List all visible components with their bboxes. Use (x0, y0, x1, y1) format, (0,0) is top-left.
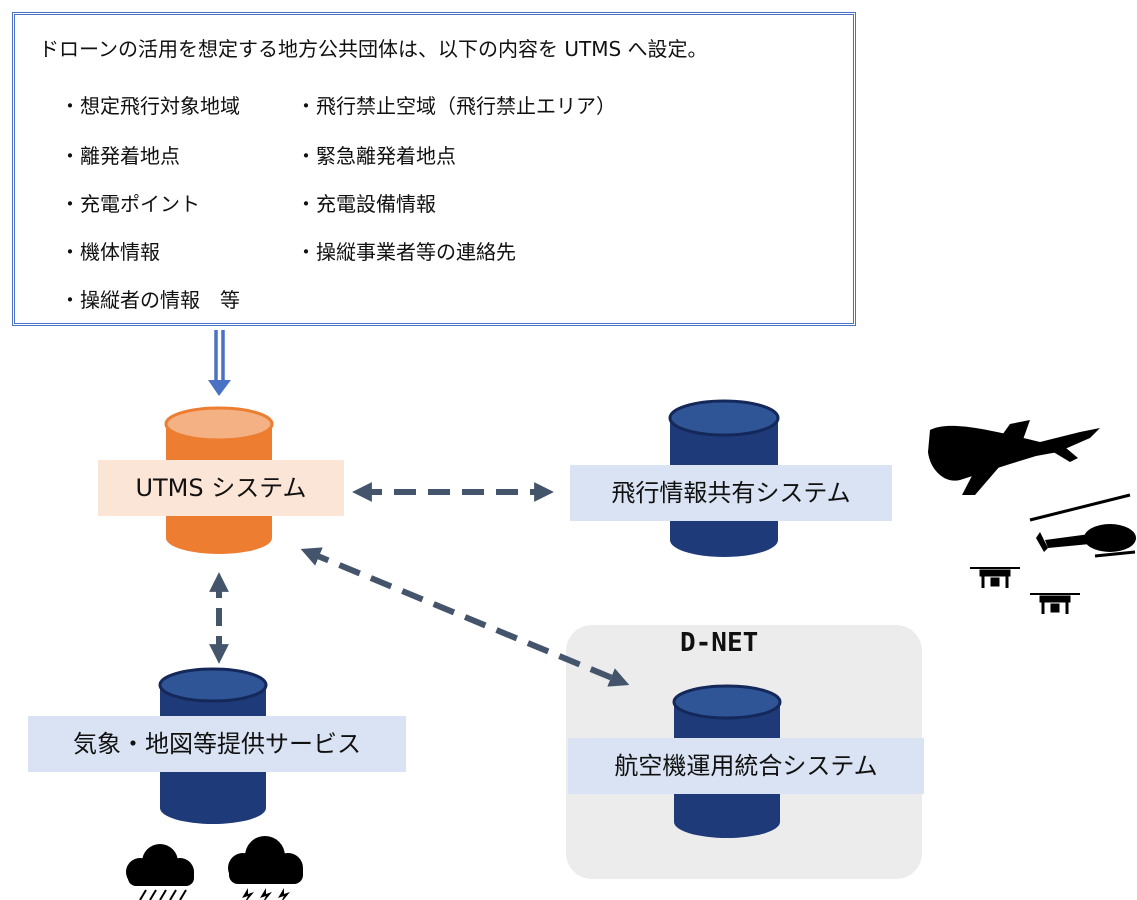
aircraft-ops-system-label: 航空機運用統合システム (568, 738, 924, 794)
drone-icon (1030, 593, 1080, 614)
info-item: ・充電ポイント (60, 192, 200, 216)
thunder-cloud-icon (228, 836, 303, 900)
info-item: ・操縦者の情報 等 (60, 288, 240, 312)
info-item: ・操縦事業者等の連絡先 (296, 240, 516, 264)
info-item: ・機体情報 (60, 240, 160, 264)
info-item: ・飛行禁止空域（飛行禁止エリア） (296, 94, 616, 118)
helicopter-icon (1029, 493, 1136, 558)
info-item: ・離発着地点 (60, 144, 180, 168)
weather-map-service-label: 気象・地図等提供サービス (28, 716, 406, 772)
info-to-utms-arrow (208, 330, 231, 396)
settings-info-box: ドローンの活用を想定する地方公共団体は、以下の内容を UTMS へ設定。 (12, 12, 856, 326)
info-item: ・想定飛行対象地域 (60, 94, 240, 118)
utms-system-label: UTMS システム (98, 460, 344, 516)
info-box-title: ドローンの活用を想定する地方公共団体は、以下の内容を UTMS へ設定。 (39, 37, 708, 61)
info-item: ・緊急離発着地点 (296, 144, 456, 168)
drone-icon (970, 567, 1020, 588)
utms-dnet-arrow (300, 547, 630, 687)
flight-info-system-label: 飛行情報共有システム (570, 465, 892, 521)
airplane-icon (928, 420, 1100, 495)
info-item: ・充電設備情報 (296, 192, 436, 216)
rain-cloud-icon (126, 844, 194, 900)
dnet-group-title: D-NET (680, 628, 759, 658)
